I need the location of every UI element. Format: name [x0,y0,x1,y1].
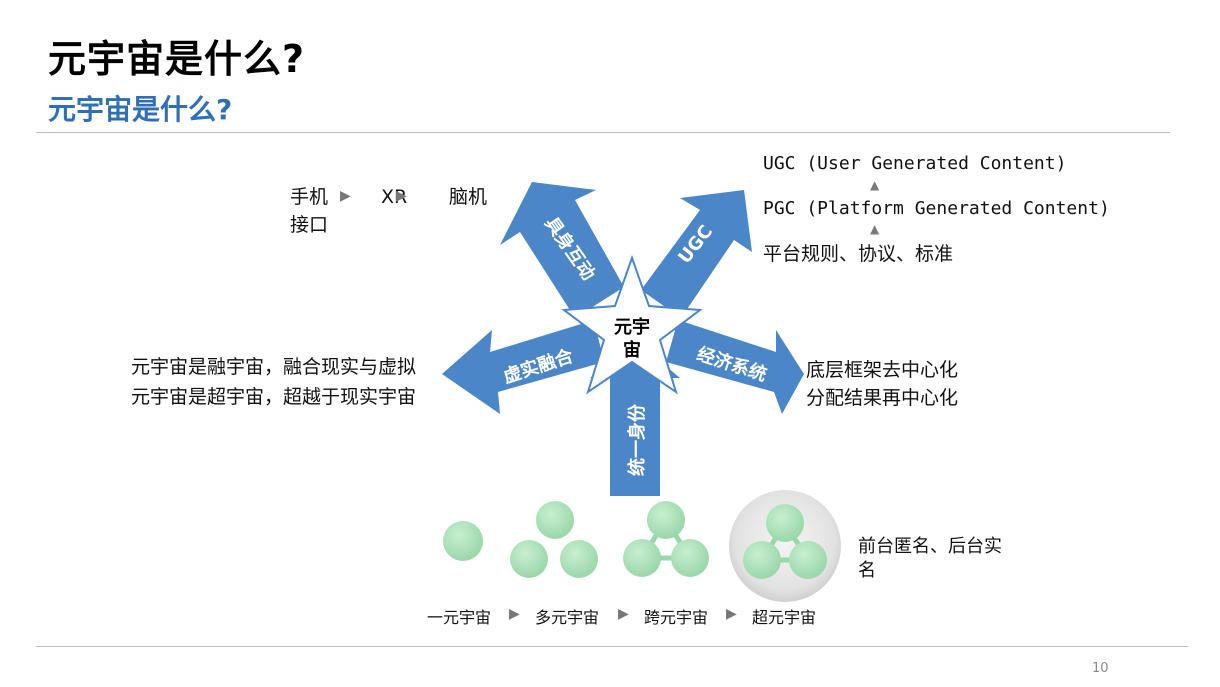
right-arrow-icon: ▶ [618,606,629,622]
right-arrow-icon: ▶ [726,606,737,622]
fusion-note-line1: 元宇宙是融宇宙，融合现实与虚拟 [131,356,417,378]
up-arrow-icon: ▲ [870,178,880,192]
interaction-item-xr: XR [381,186,408,208]
arm-ugc [641,190,752,318]
page-number: 10 [1092,661,1109,676]
interaction-item-phone: 手机 [290,186,329,208]
arm-embodied [500,182,624,318]
right-arrow-icon: ▶ [509,606,520,622]
fusion-note-line2: 元宇宙是超宇宙，超越于现实宇宙 [131,386,417,408]
identity-note-line1: 前台匿名、后台实 [858,536,1002,557]
evolution-stage-super: 超元宇宙 [752,608,817,627]
right-arrow-icon: ▶ [396,188,407,204]
bubble-group-multi [510,501,598,578]
identity-note-line2: 名 [858,560,876,581]
right-arrow-icon: ▶ [340,188,351,204]
arm-label-identity: 统一身份 [626,403,648,476]
interaction-item-interface: 接口 [290,214,329,236]
pgc-definition: PGC (Platform Generated Content) [763,198,1110,219]
arm-fusion [442,320,604,414]
bubble-group-single [443,521,483,561]
center-label-line1: 元宇 [614,316,650,338]
platform-rules: 平台规则、协议、标准 [763,243,954,265]
top-divider [36,132,1170,133]
economy-note-line2: 分配结果再中心化 [806,387,959,409]
slide-subtitle: 元宇宙是什么? [48,93,233,126]
up-arrow-icon: ▲ [870,222,880,236]
bubble-group-super [729,490,841,602]
slide-title: 元宇宙是什么? [48,37,306,81]
center-label-line2: 宙 [623,339,641,361]
interaction-item-bci: 脑机 [449,186,488,208]
evolution-stage-multi: 多元宇宙 [535,608,600,627]
economy-note-line1: 底层框架去中心化 [806,359,959,381]
ugc-definition: UGC (User Generated Content) [763,153,1067,174]
bottom-divider [36,646,1188,647]
evolution-stage-single: 一元宇宙 [427,608,492,627]
arm-economy [666,320,804,414]
evolution-stage-cross: 跨元宇宙 [644,608,709,627]
bubble-group-cross [623,501,709,577]
center-star [561,255,703,395]
